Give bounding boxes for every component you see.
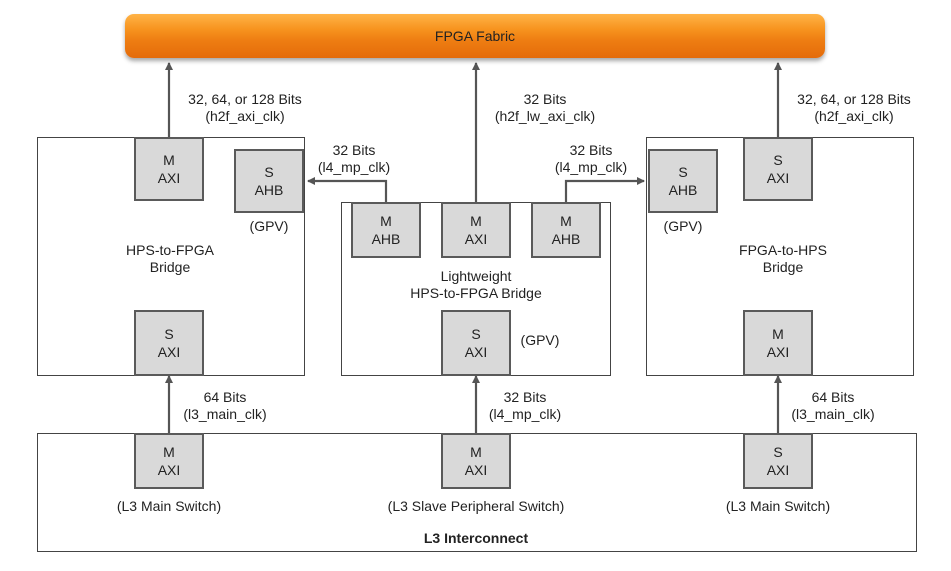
lw-bridge-name: Lightweight HPS-to-FPGA Bridge <box>410 268 542 301</box>
h2f-top-port: M AXI <box>134 137 204 201</box>
lw-bottom-port: S AXI <box>441 310 511 376</box>
h2f-gpv-label: (GPV) <box>249 218 289 234</box>
f2h-bottom-port: M AXI <box>743 310 813 376</box>
lw-to-h2f-gpv-arrow <box>307 177 388 202</box>
f2h-down-label: 64 Bits (l3_main_clk) <box>791 389 875 422</box>
l3-slave-peripheral-switch-port: M AXI <box>441 433 511 489</box>
f2h-gpv-port: S AHB <box>648 149 718 213</box>
h2f-up-label: 32, 64, or 128 Bits (h2f_axi_clk) <box>188 91 302 124</box>
fpga-fabric-label: FPGA Fabric <box>434 28 516 44</box>
lw-port-axi: M AXI <box>441 202 511 258</box>
lw-down-label: 32 Bits (l4_mp_clk) <box>488 389 562 422</box>
l3-slave-peripheral-switch-label: (L3 Slave Peripheral Switch) <box>387 498 565 514</box>
f2h-gpv-label: (GPV) <box>663 218 703 234</box>
h2f-bottom-port: S AXI <box>134 310 204 376</box>
f2h-bridge-name: FPGA-to-HPS Bridge <box>739 242 827 275</box>
l3-interconnect-title: L3 Interconnect <box>423 530 529 546</box>
lw-port-ahb-right: M AHB <box>531 202 601 258</box>
lw-gpv-label: (GPV) <box>520 332 560 348</box>
f2h-top-port: S AXI <box>743 137 813 201</box>
lw-up-label: 32 Bits (h2f_lw_axi_clk) <box>494 91 596 124</box>
lw-to-f2h-gpv-arrow <box>564 177 645 202</box>
lw-port-ahb-left: M AHB <box>351 202 421 258</box>
l3-main-switch-left-label: (L3 Main Switch) <box>116 498 222 514</box>
gpv-right-label: 32 Bits (l4_mp_clk) <box>554 142 628 175</box>
gpv-left-label: 32 Bits (l4_mp_clk) <box>317 142 391 175</box>
l3-main-switch-right-label: (L3 Main Switch) <box>725 498 831 514</box>
f2h-up-label: 32, 64, or 128 Bits (h2f_axi_clk) <box>797 91 911 124</box>
l3-main-switch-right-port: S AXI <box>743 433 813 489</box>
l3-main-switch-left-port: M AXI <box>134 433 204 489</box>
h2f-gpv-port: S AHB <box>234 149 304 213</box>
h2f-bridge-name: HPS-to-FPGA Bridge <box>126 242 214 275</box>
fpga-fabric-bar: FPGA Fabric <box>125 14 825 58</box>
h2f-down-label: 64 Bits (l3_main_clk) <box>183 389 267 422</box>
